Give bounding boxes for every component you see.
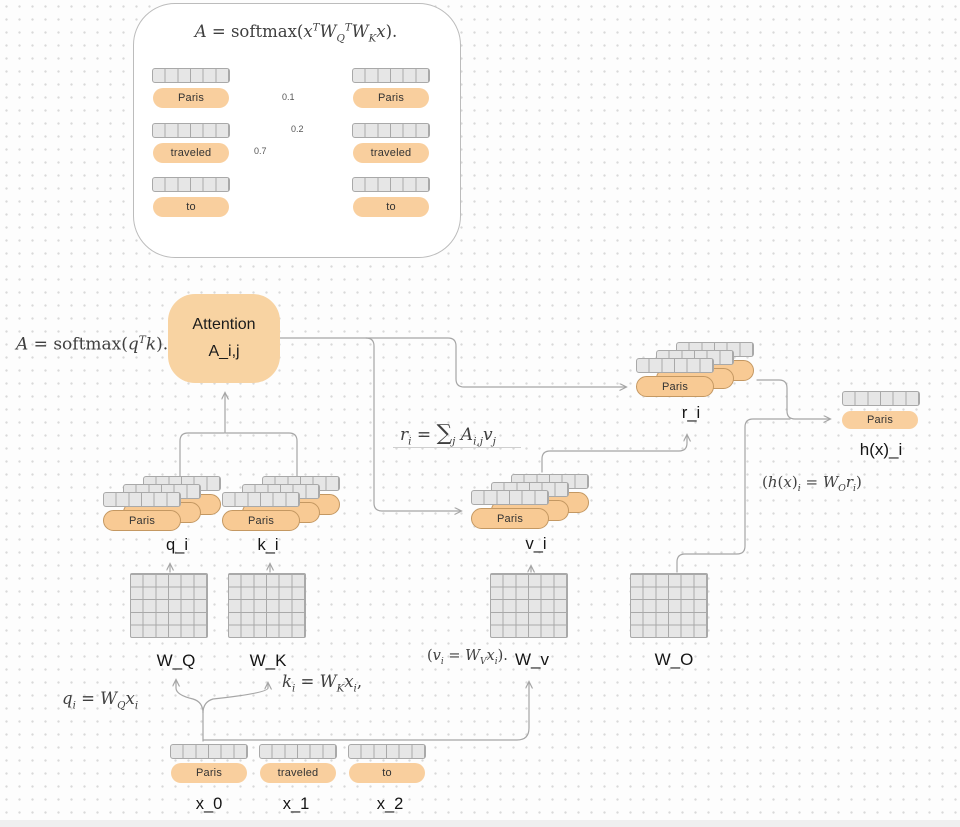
arrow-x0-to-wq [176,680,204,742]
embedding-vector[interactable] [352,68,430,83]
x2-label: x_2 [376,795,404,813]
wo-label: W_O [654,650,694,669]
embedding-vector [636,358,714,373]
embedding-vector [103,492,181,507]
ri-stack[interactable]: Paris [636,342,758,398]
embedding-vector[interactable] [170,744,248,759]
token-pill-paris-right[interactable]: Paris [353,88,429,108]
token-pill-paris-output[interactable]: Paris [842,411,918,429]
wk-matrix[interactable] [228,573,306,638]
formula-hx: (h(x)i = WOri) [762,473,862,494]
embedding-vector[interactable] [352,177,430,192]
embedding-vector [471,490,549,505]
token-pill-x2[interactable]: to [349,763,425,783]
embedding-vector[interactable] [152,123,230,138]
attention-weight-label: 0.2 [288,124,307,135]
arrow-x-to-wv [202,682,529,741]
arrow-x0-to-wk [202,683,268,714]
vi-label: v_i [525,535,547,553]
wv-label: W_v [515,650,549,669]
formula-ki: ki = WKxi, [282,672,363,695]
wv-matrix[interactable] [490,573,568,638]
arrow-ri-to-hx [756,379,830,419]
token-pill-paris: Paris [222,510,300,531]
stack-layer: Paris [636,358,716,397]
embedding-vector[interactable] [348,744,426,759]
attention-node[interactable]: Attention A_i,j [168,294,280,383]
formula-underline [393,447,521,448]
token-pill-x1[interactable]: traveled [260,763,336,783]
wq-label: W_Q [156,651,196,670]
token-pill-to-left[interactable]: to [153,197,229,217]
formula-ri-sum: ri = ∑j Ai,jvj [400,421,496,448]
x1-label: x_1 [282,795,310,813]
canvas-edge [0,820,960,827]
stack-layer: Paris [103,492,183,531]
ri-label: r_i [681,404,701,422]
embedding-vector[interactable] [152,68,230,83]
embedding-vector [222,492,300,507]
embedding-vector[interactable] [152,177,230,192]
arrow-vi-to-ri [541,435,687,473]
stack-layer: Paris [222,492,302,531]
token-pill-paris: Paris [103,510,181,531]
token-pill-paris: Paris [471,508,549,529]
wo-matrix[interactable] [630,573,708,638]
arrow-attention-to-ri [278,337,626,387]
formula-softmax-xwwx: A = softmax(xTWQTWKx). [194,22,398,45]
wq-matrix[interactable] [130,573,208,638]
attention-weight-label: 0.1 [279,92,298,103]
token-pill-traveled-left[interactable]: traveled [153,143,229,163]
token-pill-traveled-right[interactable]: traveled [353,143,429,163]
embedding-vector[interactable] [352,123,430,138]
attention-weight-label: 0.7 [251,146,270,157]
wk-label: W_K [249,651,287,670]
wire-qi-up [179,432,225,479]
attention-node-subtitle: A_i,j [208,342,240,360]
wire-wo-join [676,418,791,573]
ki-label: k_i [257,536,279,554]
ki-stack[interactable]: Paris [222,476,344,532]
embedding-vector[interactable] [842,391,920,406]
embedding-vector[interactable] [259,744,337,759]
token-pill-to-right[interactable]: to [353,197,429,217]
token-pill-paris-left[interactable]: Paris [153,88,229,108]
formula-qi: qi = WQxi [62,689,139,712]
token-pill-x0[interactable]: Paris [171,763,247,783]
wire-ki-up [225,432,298,479]
hx-label: h(x)_i [859,440,903,459]
formula-softmax-qk: A = softmax(qTk). [16,334,169,355]
formula-vi: (vi = WVxi). [427,648,508,667]
x0-label: x_0 [195,795,223,813]
token-pill-paris: Paris [636,376,714,397]
attention-node-title: Attention [192,316,256,334]
qi-stack[interactable]: Paris [103,476,225,532]
vi-stack[interactable]: Paris [471,474,593,530]
stack-layer: Paris [471,490,551,529]
qi-label: q_i [165,536,189,554]
